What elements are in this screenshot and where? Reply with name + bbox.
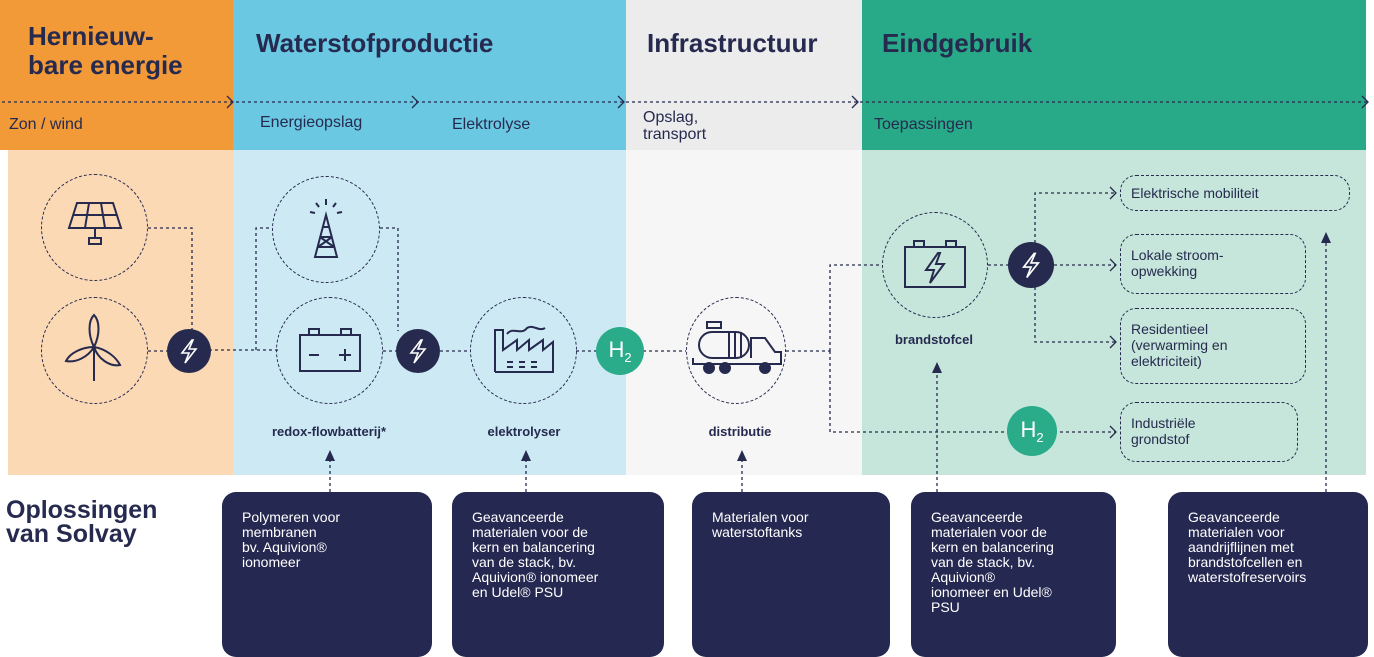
label-fuel-cell: brandstofcel (894, 332, 973, 347)
distribution-circle (686, 297, 786, 404)
sublabel-energy-storage: Energieopslag (260, 114, 363, 131)
sublabel-electrolysis: Elektrolyse (452, 116, 531, 133)
lightning-bolt-icon (1008, 242, 1054, 288)
battery-icon (299, 328, 361, 372)
label-distribution: distributie (708, 424, 772, 439)
fuel-cell-battery-icon (904, 240, 966, 288)
band-infrastructure-header (626, 0, 862, 150)
sublabel-sun-wind: Zon / wind (9, 116, 83, 133)
electrolyser-circle (470, 297, 577, 404)
application-industrial-feedstock: Industriële grondstof (1120, 402, 1298, 462)
solution-card-fuelcell-materials: Geavanceerde materialen voor de kern en … (911, 492, 1116, 657)
tower-circle (272, 176, 380, 283)
wind-circle (41, 297, 148, 404)
application-local-power: Lokale stroom- opwekking (1120, 234, 1306, 294)
band-renewable-header (0, 0, 233, 150)
column-title-production: Waterstofproductie (256, 28, 494, 58)
label-electrolyser: elektrolyser (487, 424, 561, 439)
solution-card-electrolyser-materials: Geavanceerde materialen voor de kern en … (452, 492, 664, 657)
solvay-solutions-title: Oplossingen van Solvay (6, 496, 158, 548)
column-title-renewable: Hernieuw- bare energie (28, 21, 183, 80)
battery-circle (276, 297, 383, 404)
application-electric-mobility: Elektrische mobiliteit (1120, 175, 1350, 211)
band-enduse-header (862, 0, 1366, 150)
transmission-tower-icon (309, 199, 343, 258)
sublabel-applications: Toepassingen (874, 116, 973, 133)
solution-card-membranes: Polymeren voor membranen bv. Aquivion® i… (222, 492, 432, 657)
sublabel-storage-transport: Opslag, transport (643, 109, 707, 143)
solution-card-drivetrain-materials: Geavanceerde materialen voor aandrijflij… (1168, 492, 1368, 657)
fuelcell-circle (882, 212, 988, 318)
solar-panel-icon (67, 202, 123, 245)
column-title-infrastructure: Infrastructuur (647, 28, 818, 58)
hydrogen-badge: H2 (1007, 406, 1057, 456)
column-title-enduse: Eindgebruik (882, 28, 1033, 58)
hydrogen-badge: H2 (596, 327, 644, 375)
hydrogen-subscript: 2 (624, 350, 632, 365)
application-residential: Residentieel (verwarming en elektricitei… (1120, 308, 1306, 384)
solution-card-hydrogen-tanks: Materialen voor waterstoftanks (692, 492, 890, 657)
lightning-bolt-icon (167, 329, 211, 373)
hydrogen-symbol: H (608, 337, 625, 362)
band-production-header (233, 0, 626, 150)
lightning-bolt-icon (396, 329, 440, 373)
hydrogen-symbol: H (1020, 417, 1037, 442)
hydrogen-subscript: 2 (1036, 430, 1044, 445)
solar-circle (41, 174, 148, 281)
wind-turbine-icon (64, 313, 122, 381)
label-redox-flow-battery: redox-flowbatterij* (271, 424, 387, 439)
factory-icon (494, 325, 554, 373)
tanker-truck-icon (692, 321, 782, 374)
